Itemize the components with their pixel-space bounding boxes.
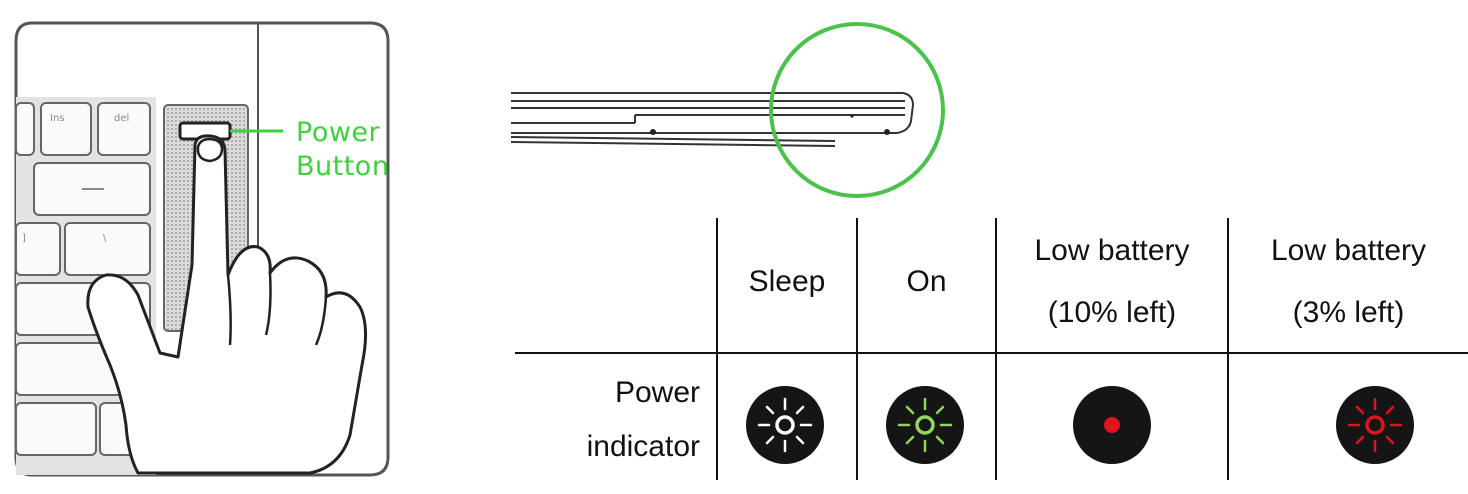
power-button-illustration: Ins del ] \ Power Button — [10, 15, 395, 480]
on-breathing-light-icon — [886, 386, 964, 464]
hand-pressing-button-drawing: Ins del ] \ — [14, 21, 390, 477]
row-label-power-indicator: Power indicator — [587, 366, 700, 474]
row-label-line1: Power — [614, 376, 700, 409]
svg-text:]: ] — [22, 233, 26, 244]
row-label-line2: indicator — [586, 430, 700, 463]
header-low-battery-3-sub: (3% left) — [1292, 296, 1405, 329]
table-divider — [1227, 218, 1229, 480]
power-button-callout-label-2: Button — [296, 151, 390, 182]
sleep-breathing-light-icon — [746, 386, 824, 464]
low-battery-breathing-light-icon — [1336, 386, 1414, 464]
highlight-circle — [769, 22, 945, 198]
header-low-battery-3: Low battery — [1270, 234, 1427, 267]
header-low-battery-10: Low battery — [1034, 234, 1190, 267]
table-header-rule — [515, 352, 1468, 354]
svg-text:del: del — [114, 113, 129, 124]
header-on: On — [906, 265, 947, 298]
laptop-side-view-illustration — [505, 15, 955, 205]
table-divider — [716, 218, 718, 480]
svg-text:\: \ — [103, 233, 107, 244]
power-indicator-led-icon — [850, 114, 854, 118]
svg-text:Ins: Ins — [50, 113, 65, 124]
header-sleep: Sleep — [748, 265, 826, 298]
table-divider — [995, 218, 997, 480]
laptop-edge-drawing — [510, 22, 945, 198]
table-divider — [856, 218, 858, 480]
power-indicator-table: Sleep On Low battery (10% left) Low batt… — [515, 218, 1468, 480]
power-button-callout-label: Power — [296, 117, 381, 148]
header-low-battery-10-sub: (10% left) — [1047, 296, 1177, 329]
low-battery-solid-light-icon — [1073, 386, 1151, 464]
